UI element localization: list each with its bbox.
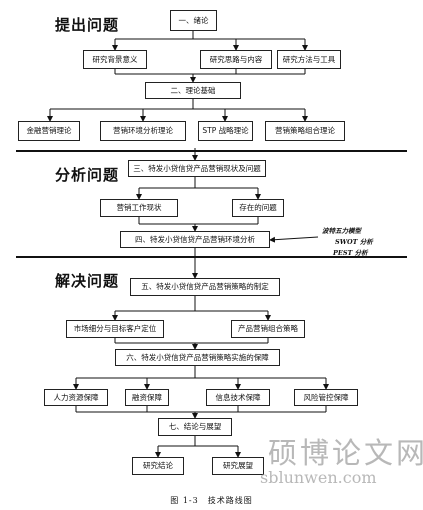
node-risk-guarantee: 风险管控保障	[294, 389, 358, 406]
side-note-porter: 波特五力模型	[322, 227, 361, 235]
section-title-analyze: 分析问题	[55, 166, 120, 184]
section-title-solve: 解决问题	[55, 272, 120, 290]
node-env-theory: 营销环境分析理论	[100, 121, 186, 141]
node-status-problems: 三、特发小贷信贷产品营销现状及问题	[128, 160, 266, 177]
node-stp-theory: STP 战略理论	[198, 121, 253, 141]
node-it-guarantee: 信息技术保障	[206, 389, 270, 406]
node-strategy: 五、特发小贷信贷产品营销策略的制定	[130, 278, 280, 296]
watermark-cn: 硕博论文网	[268, 436, 423, 470]
node-research-background: 研究背景意义	[83, 50, 147, 69]
node-segmentation: 市场细分与目标客户定位	[66, 320, 164, 338]
node-theory: 二、理论基础	[145, 82, 241, 99]
node-work-status: 营销工作现状	[100, 199, 178, 217]
node-research-methods: 研究方法与工具	[277, 50, 341, 69]
node-product-mix: 产品营销组合策略	[231, 320, 305, 338]
node-mix-theory: 营销策略组合理论	[265, 121, 345, 141]
node-hr-guarantee: 人力资源保障	[44, 389, 108, 406]
node-research-ideas: 研究思路与内容	[200, 50, 272, 69]
node-guarantee: 六、特发小贷信贷产品营销策略实施的保障	[115, 349, 280, 366]
node-research-outlook: 研究展望	[212, 457, 264, 475]
node-finance-theory: 金融营销理论	[18, 121, 80, 141]
section-divider	[16, 150, 407, 152]
node-existing-problems: 存在的问题	[232, 199, 284, 217]
node-intro: 一、绪论	[170, 10, 217, 31]
node-fund-guarantee: 融资保障	[125, 389, 169, 406]
figure-caption: 图 1-3 技术路线图	[170, 496, 253, 505]
side-note-pest: PEST 分析	[333, 249, 368, 257]
section-title-propose: 提出问题	[55, 16, 120, 34]
node-env-analysis: 四、特发小贷信贷产品营销环境分析	[120, 231, 270, 248]
side-note-swot: SWOT 分析	[335, 238, 373, 246]
node-research-conclusion: 研究结论	[132, 457, 184, 475]
watermark-en: sblunwen.com	[260, 468, 377, 487]
section-divider	[16, 256, 407, 258]
node-conclusion: 七、结论与展望	[158, 418, 232, 436]
